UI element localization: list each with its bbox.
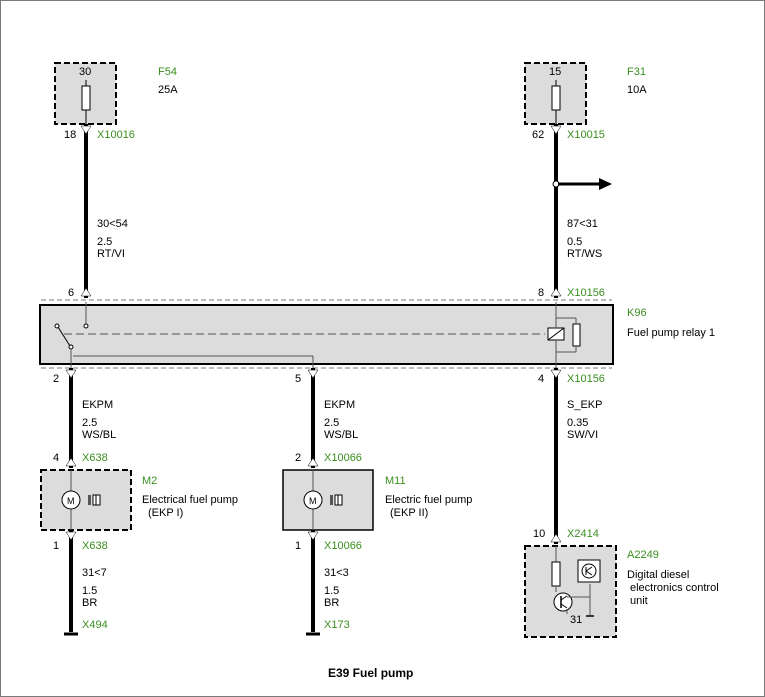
fuse-f54-pin: 30 xyxy=(79,66,91,78)
control-unit-ground-pin: 31 xyxy=(570,614,582,626)
pump-m2-name-2: (EKP I) xyxy=(148,507,183,519)
control-unit-id: A2249 xyxy=(627,549,659,561)
resistor-icon xyxy=(551,561,561,587)
wire-31-7-color: BR xyxy=(82,597,97,609)
wire-87-31[interactable]: 87<31 0.5 RT/WS xyxy=(550,124,612,298)
pump-m2-motor-label: M xyxy=(67,496,75,506)
wire-s-ekp-color: SW/VI xyxy=(567,429,598,441)
relay-resistor-icon xyxy=(572,323,581,347)
wire-s-ekp-size: 0.35 xyxy=(567,417,588,429)
motor-icon xyxy=(61,490,81,510)
relay-connector-bottom: X10156 xyxy=(567,373,605,385)
pump-m11-bottom-connector: X10066 xyxy=(324,540,362,552)
wire-ekpm-2[interactable]: EKPM 2.5 WS/BL xyxy=(307,368,358,468)
control-unit-name-2: electronics control xyxy=(630,582,719,594)
pump-m11[interactable]: 2 X10066 M M11 Electric fuel pump (EKP I… xyxy=(282,452,472,552)
fuse-f54[interactable]: 30 F54 25A 18 X10016 xyxy=(54,62,178,141)
wire-31-3-signal: 31<3 xyxy=(324,567,349,579)
wire-30-54-signal: 30<54 xyxy=(97,218,128,230)
pump-m2-id: M2 xyxy=(142,475,157,487)
wire-ekpm-1-signal: EKPM xyxy=(82,399,113,411)
fuse-f31-id: F31 xyxy=(627,66,646,78)
wire-ekpm-2-color: WS/BL xyxy=(324,429,358,441)
relay-pin-2: 2 xyxy=(53,373,59,385)
wire-30-54-size: 2.5 xyxy=(97,236,112,248)
pump-m11-id: M11 xyxy=(385,475,406,487)
fuse-f31-pin: 15 xyxy=(549,66,561,78)
control-unit-name-3: unit xyxy=(630,595,648,607)
wire-30-54-color: RT/VI xyxy=(97,248,125,260)
fuse-f54-connector: X10016 xyxy=(97,129,135,141)
relay-pin-8: 8 xyxy=(538,287,544,299)
pump-m2-bottom-connector: X638 xyxy=(82,540,108,552)
fuse-f54-out-pin: 18 xyxy=(64,129,76,141)
pump-m2-top-connector: X638 xyxy=(82,452,108,464)
pump-m11-connector-icon xyxy=(330,495,333,505)
wire-31-3-color: BR xyxy=(324,597,339,609)
wire-31-7[interactable]: 31<7 1.5 BR X494 xyxy=(64,530,108,636)
pump-m11-box xyxy=(282,469,374,531)
relay-k96-name: Fuel pump relay 1 xyxy=(627,327,715,339)
relay-connector-top: X10156 xyxy=(567,287,605,299)
ground-x173: X173 xyxy=(324,619,350,631)
pump-m11-top-pin: 2 xyxy=(295,452,301,464)
wire-87-31-size: 0.5 xyxy=(567,236,582,248)
wire-s-ekp[interactable]: S_EKP 0.35 SW/VI xyxy=(550,368,602,544)
relay-pin-4: 4 xyxy=(538,373,544,385)
motor-icon xyxy=(303,490,323,510)
wire-ekpm-2-size: 2.5 xyxy=(324,417,339,429)
wire-30-54[interactable]: 30<54 2.5 RT/VI xyxy=(80,124,128,298)
wire-s-ekp-signal: S_EKP xyxy=(567,399,602,411)
pump-m2-top-pin: 4 xyxy=(53,452,59,464)
relay-pin-6: 6 xyxy=(68,287,74,299)
branch-arrow-icon[interactable] xyxy=(599,178,612,190)
pump-m11-motor-label: M xyxy=(309,496,317,506)
wire-ekpm-2-signal: EKPM xyxy=(324,399,355,411)
pump-m2-box xyxy=(40,469,132,531)
wire-ekpm-1-size: 2.5 xyxy=(82,417,97,429)
wire-87-31-color: RT/WS xyxy=(567,248,602,260)
control-unit-name-1: Digital diesel xyxy=(627,569,689,581)
pump-m11-top-connector: X10066 xyxy=(324,452,362,464)
fuse-f31-out-pin: 62 xyxy=(532,129,544,141)
wire-31-7-size: 1.5 xyxy=(82,585,97,597)
relay-pin-5: 5 xyxy=(295,373,301,385)
fuse-f31-connector: X10015 xyxy=(567,129,605,141)
relay-switch-contact xyxy=(57,326,71,347)
wire-31-3-size: 1.5 xyxy=(324,585,339,597)
relay-k96-box xyxy=(39,304,614,365)
transistor-icon xyxy=(553,592,573,612)
fuse-f54-element xyxy=(81,85,91,111)
control-unit-a2249[interactable]: 10 X2414 31 A2249 Digital diesel electro… xyxy=(524,528,719,638)
wire-31-7-signal: 31<7 xyxy=(82,567,107,579)
relay-k96[interactable]: 6 8 X10156 K96 Fuel pump relay 1 2 5 4 X… xyxy=(39,287,715,385)
wire-ekpm-1[interactable]: EKPM 2.5 WS/BL xyxy=(65,368,116,468)
fuse-f31-element xyxy=(551,85,561,111)
fuse-f31-rating: 10A xyxy=(627,84,647,96)
pump-m2-name-1: Electrical fuel pump xyxy=(142,494,238,506)
relay-k96-id: K96 xyxy=(627,307,647,319)
fuse-f54-rating: 25A xyxy=(158,84,178,96)
pump-m11-name-1: Electric fuel pump xyxy=(385,494,472,506)
control-unit-connector: X2414 xyxy=(567,528,599,540)
diagram-caption: E39 Fuel pump xyxy=(328,666,413,680)
wire-ekpm-1-color: WS/BL xyxy=(82,429,116,441)
control-unit-pin: 10 xyxy=(533,528,545,540)
wire-87-31-signal: 87<31 xyxy=(567,218,598,230)
pump-m2[interactable]: 4 X638 M M2 Electrical fuel pump (EKP I)… xyxy=(40,452,238,552)
driver-icon xyxy=(577,559,601,583)
pump-m11-name-2: (EKP II) xyxy=(390,507,428,519)
wire-31-3[interactable]: 31<3 1.5 BR X173 xyxy=(306,530,350,636)
pump-m11-bottom-pin: 1 xyxy=(295,540,301,552)
pump-m2-connector-icon xyxy=(88,495,91,505)
fuse-f31[interactable]: 15 F31 10A 62 X10015 xyxy=(524,62,647,141)
fuse-f54-id: F54 xyxy=(158,66,177,78)
pump-m2-bottom-pin: 1 xyxy=(53,540,59,552)
control-unit-box xyxy=(524,545,617,638)
ground-x494: X494 xyxy=(82,619,108,631)
